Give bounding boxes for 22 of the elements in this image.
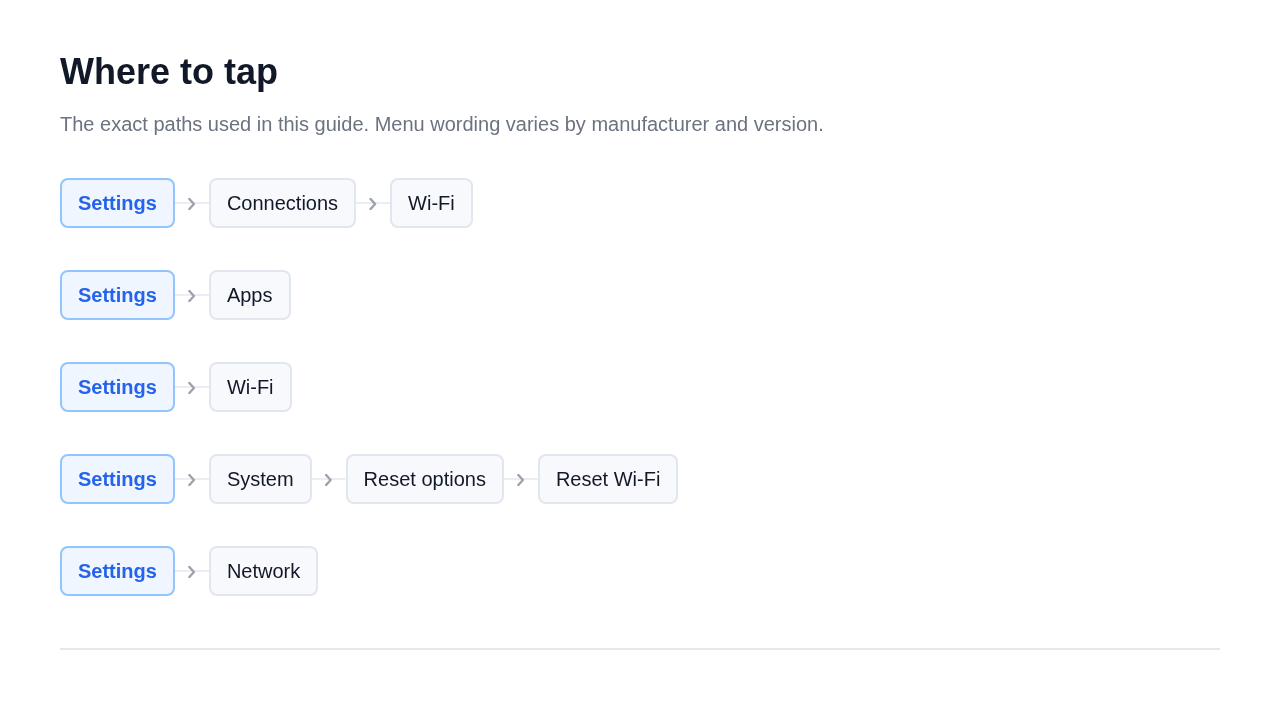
chevron-arrow — [355, 197, 391, 211]
highlighted-menu-step: Settings — [60, 546, 175, 596]
menu-step: Reset Wi-Fi — [537, 454, 679, 504]
highlighted-menu-step: Settings — [60, 454, 175, 504]
subtitle: The exact paths used in this guide. Menu wording varies by manufacturer and version. — [60, 112, 824, 137]
menu-step: Network — [208, 546, 319, 596]
menu-step: Wi-Fi — [390, 178, 473, 228]
title: Where to tap — [60, 50, 278, 94]
menu-step: System — [208, 454, 312, 504]
menu-step: Wi-Fi — [208, 362, 292, 412]
menu-step: Reset options — [345, 454, 504, 504]
chevron-arrow — [174, 289, 210, 303]
highlighted-menu-step: Settings — [60, 362, 175, 412]
menu-step: Apps — [208, 270, 291, 320]
chevron-arrow — [310, 473, 347, 487]
chevron-arrow — [503, 473, 539, 487]
highlighted-menu-step: Settings — [60, 270, 175, 320]
chevron-arrow — [174, 565, 210, 579]
menu-step: Connections — [208, 178, 357, 228]
highlighted-menu-step: Settings — [60, 178, 175, 228]
chevron-arrow — [174, 473, 210, 487]
chevron-arrow — [174, 381, 210, 395]
